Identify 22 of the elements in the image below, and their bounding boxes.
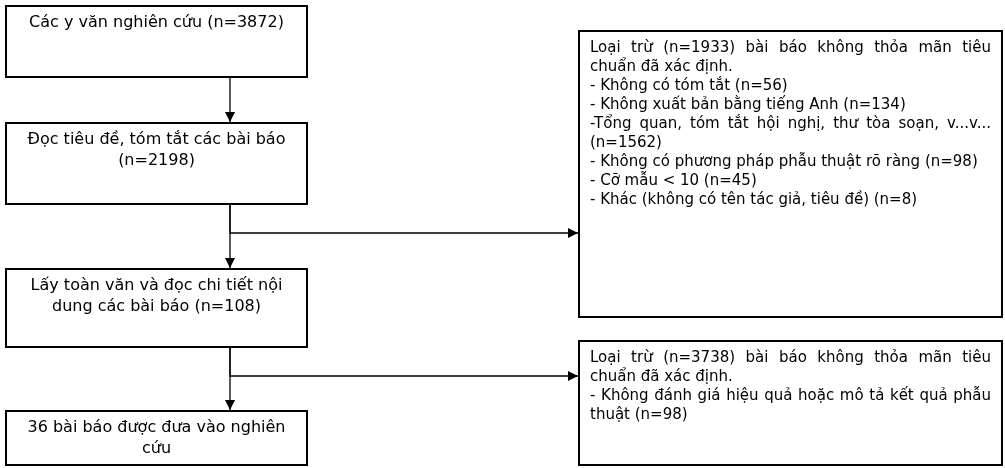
list-item: - Khác (không có tên tác giả, tiêu đề) (n=8) <box>590 190 919 209</box>
arrow <box>229 204 579 239</box>
process-box <box>578 340 1003 466</box>
arrow <box>224 77 236 123</box>
list-item: - Không có phương pháp phẫu thuật rõ ràng (n=98) <box>590 152 979 171</box>
box-text: 36 bài báo được đưa vào nghiên cứu <box>26 416 287 458</box>
arrow <box>229 347 579 382</box>
list-item: - Không xuất bản bằng tiếng Anh (n=134) <box>590 95 907 114</box>
process-box <box>5 122 308 205</box>
process-box <box>578 30 1003 318</box>
process-box <box>5 268 308 348</box>
list-item: - Cỡ mẫu < 10 (n=45) <box>590 171 758 190</box>
box-text: Đọc tiêu đề, tóm tắt các bài báo (n=2198) <box>26 128 287 170</box>
box-text: Loại trừ (n=1933) bài báo không thỏa mãn tiêu chuẩn đã xác định. <box>590 38 991 76</box>
box-text: Lấy toàn văn và đọc chi tiết nội dung các bài báo (n=108) <box>29 274 284 316</box>
process-box <box>5 5 308 78</box>
box-text: Các y văn nghiên cứu (n=3872) <box>28 11 285 32</box>
process-box <box>5 410 308 466</box>
list-item: -Tổng quan, tóm tắt hội nghị, thư tòa soạn, v...v... (n=1562) <box>590 114 991 152</box>
list-item: - Không có tóm tắt (n=56) <box>590 76 789 95</box>
box-text: Loại trừ (n=3738) bài báo không thỏa mãn tiêu chuẩn đã xác định. <box>590 348 991 386</box>
list-item: - Không đánh giá hiệu quả hoặc mô tả kết quả phẫu thuật (n=98) <box>590 386 991 424</box>
